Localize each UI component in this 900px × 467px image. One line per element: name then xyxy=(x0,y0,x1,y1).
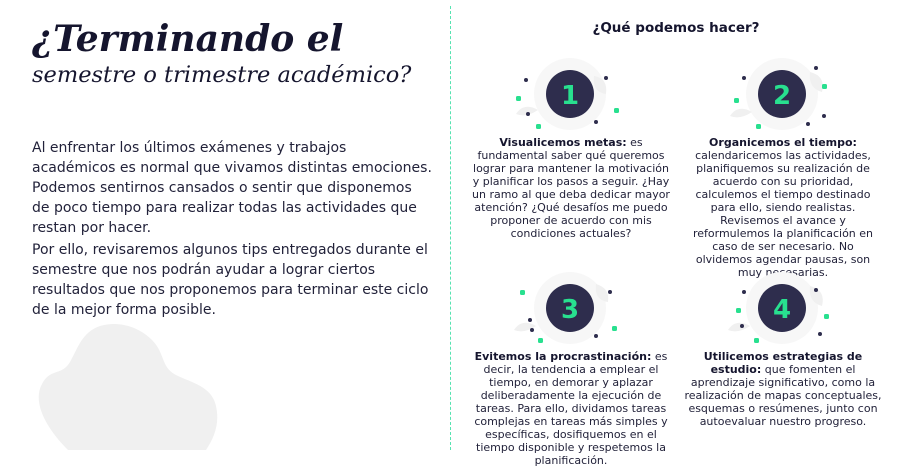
tip-number-icon-1: 1 xyxy=(516,58,619,130)
tip-text-4: Utilicemos estrategias de estudio: que f… xyxy=(684,350,882,428)
tip-number-icon-2: 2 xyxy=(730,58,827,130)
tip-number-2: 2 xyxy=(773,81,791,111)
tip-text-3: Evitemos la procrastinación: es decir, l… xyxy=(472,350,670,467)
tip-title-1: Visualicemos metas: xyxy=(499,136,627,149)
section-heading: ¿Qué podemos hacer? xyxy=(592,20,760,36)
infographic-page: ¿Terminando el semestre o trimestre acad… xyxy=(32,6,882,467)
tip-body-4: que fomenten el aprendizaje significativ… xyxy=(684,363,882,428)
tip-text-2: Organicemos el tiempo: calendaricemos la… xyxy=(684,136,882,279)
tip-title-3: Evitemos la procrastinación: xyxy=(474,350,652,363)
tip-number-4: 4 xyxy=(773,295,791,325)
tip-number-icon-4: 4 xyxy=(728,272,829,344)
title-subtitle: semestre o trimestre académico? xyxy=(32,62,412,88)
column-divider xyxy=(450,6,451,450)
tip-body-2: calendaricemos las actividades, planifiq… xyxy=(692,149,874,279)
tip-number-3: 3 xyxy=(561,295,579,325)
intro-paragraph-1: Al enfrentar los últimos exámenes y trab… xyxy=(32,140,432,236)
tip-title-2: Organicemos el tiempo: xyxy=(709,136,857,149)
title-main: ¿Terminando el xyxy=(32,18,344,60)
intro-paragraph-2: Por ello, revisaremos algunos tips entre… xyxy=(32,242,429,318)
tip-title-4: Utilicemos estrategias de estudio: xyxy=(703,350,863,376)
tip-body-3: es decir, la tendencia a emplear el tiem… xyxy=(474,350,668,467)
tip-number-icon-3: 3 xyxy=(514,272,617,344)
tip-body-1: es fundamental saber qué queremos lograr… xyxy=(472,136,670,240)
tip-text-1: Visualicemos metas: es fundamental saber… xyxy=(472,136,670,240)
decorative-blob xyxy=(38,323,218,450)
tip-number-1: 1 xyxy=(561,81,579,111)
